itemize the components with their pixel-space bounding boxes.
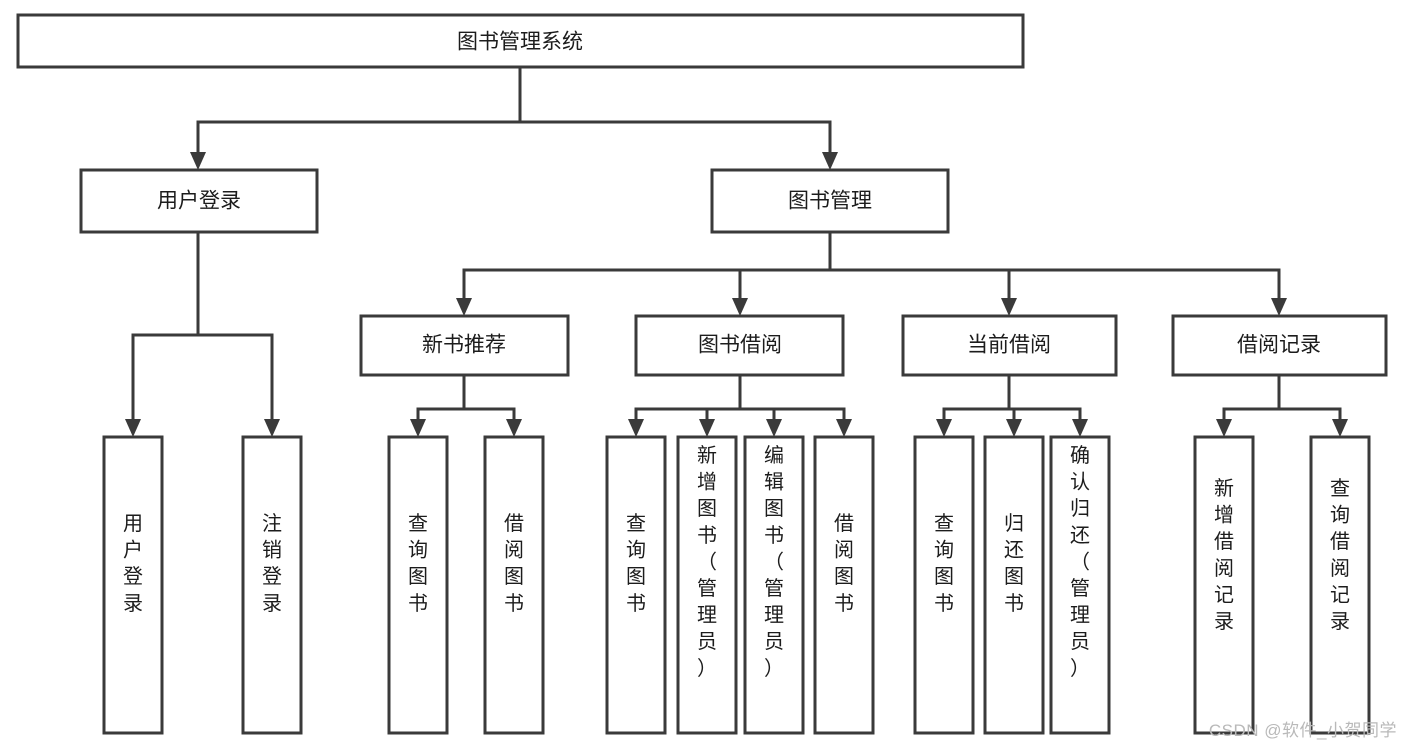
arrowhead-leaf-query-book-2	[628, 419, 644, 437]
node-book-management[interactable]: 图书管理	[710, 168, 950, 234]
node-leaf-query-book-1-box[interactable]	[387, 435, 449, 735]
arrowhead-leaf-add-book	[699, 419, 715, 437]
node-leaf-query-book-1[interactable]: 查询图书	[387, 435, 449, 735]
arrowhead-user-login	[190, 152, 206, 170]
node-leaf-borrow-book-1-box[interactable]	[483, 435, 545, 735]
node-leaf-return-book[interactable]: 归还图书	[983, 435, 1045, 735]
arrowhead-leaf-borrow-book-2	[836, 419, 852, 437]
arrowhead-borrow-record	[1271, 298, 1287, 316]
node-book-borrow-label: 图书借阅	[698, 334, 782, 357]
node-book-borrow-box[interactable]	[634, 314, 845, 377]
node-new-book-recommend-label: 新书推荐	[422, 334, 506, 357]
node-leaf-user-logout-label: 注销登录	[262, 512, 282, 615]
node-leaf-query-book-3-box[interactable]	[913, 435, 975, 735]
node-leaf-return-book-label: 归还图书	[1004, 512, 1024, 615]
node-leaf-query-book-3[interactable]: 查询图书	[913, 435, 975, 735]
node-leaf-user-login[interactable]: 用户登录	[102, 435, 164, 735]
node-root[interactable]: 图书管理系统	[16, 13, 1025, 69]
node-leaf-borrow-book-2-label: 借阅图书	[834, 512, 854, 615]
node-leaf-edit-book-label: 编辑图书（管理员）	[764, 444, 784, 680]
node-leaf-query-book-1-label: 查询图书	[408, 512, 428, 615]
node-book-management-box[interactable]	[710, 168, 950, 234]
arrowhead-leaf-user-login	[125, 419, 141, 437]
node-borrow-record-label: 借阅记录	[1237, 334, 1321, 357]
arrowhead-current-borrow	[1001, 298, 1017, 316]
node-new-book-recommend[interactable]: 新书推荐	[359, 314, 570, 377]
node-leaf-confirm-return-label: 确认归还（管理员）	[1070, 444, 1090, 680]
edge-group-book-borrow	[628, 373, 852, 437]
node-current-borrow-box[interactable]	[901, 314, 1118, 377]
node-user-login[interactable]: 用户登录	[79, 168, 319, 234]
edge-group-user-login	[125, 230, 280, 437]
node-leaf-add-book-box[interactable]	[676, 435, 738, 735]
node-leaf-user-logout-box[interactable]	[241, 435, 303, 735]
node-book-borrow[interactable]: 图书借阅	[634, 314, 845, 377]
node-leaf-edit-book-box[interactable]	[743, 435, 805, 735]
edge-group-root	[190, 65, 838, 170]
node-leaf-query-record-box[interactable]	[1309, 435, 1371, 735]
arrowhead-new-book-recommend	[456, 298, 472, 316]
arrowhead-leaf-query-book-3	[936, 419, 952, 437]
arrowhead-leaf-confirm-return	[1072, 419, 1088, 437]
node-user-login-box[interactable]	[79, 168, 319, 234]
node-leaf-edit-book[interactable]: 编辑图书（管理员）	[743, 435, 805, 735]
node-leaf-query-record[interactable]: 查询借阅记录	[1309, 435, 1371, 735]
node-leaf-user-login-box[interactable]	[102, 435, 164, 735]
edge-group-book-management	[456, 230, 1287, 316]
node-leaf-add-book[interactable]: 新增图书（管理员）	[676, 435, 738, 735]
arrowhead-leaf-edit-book	[766, 419, 782, 437]
arrowhead-leaf-query-book-1	[410, 419, 426, 437]
node-leaf-add-record[interactable]: 新增借阅记录	[1193, 435, 1255, 735]
arrowhead-leaf-query-record	[1332, 419, 1348, 437]
node-new-book-recommend-box[interactable]	[359, 314, 570, 377]
node-current-borrow[interactable]: 当前借阅	[901, 314, 1118, 377]
arrowhead-leaf-add-record	[1216, 419, 1232, 437]
node-leaf-query-book-2-box[interactable]	[605, 435, 667, 735]
node-leaf-borrow-book-1-label: 借阅图书	[504, 512, 524, 615]
node-leaf-return-book-box[interactable]	[983, 435, 1045, 735]
node-leaf-query-book-2-label: 查询图书	[626, 512, 646, 615]
node-user-login-label: 用户登录	[157, 190, 241, 213]
node-leaf-query-book-3-label: 查询图书	[934, 512, 954, 615]
node-leaf-user-login-label: 用户登录	[123, 513, 143, 615]
csdn-watermark: CSDN @软件_小贺同学	[1208, 721, 1397, 740]
node-leaf-borrow-book-1[interactable]: 借阅图书	[483, 435, 545, 735]
arrowhead-book-management	[822, 152, 838, 170]
node-leaf-add-record-label: 新增借阅记录	[1214, 477, 1234, 633]
node-leaf-query-book-2[interactable]: 查询图书	[605, 435, 667, 735]
node-current-borrow-label: 当前借阅	[967, 334, 1051, 357]
node-leaf-user-logout[interactable]: 注销登录	[241, 435, 303, 735]
node-borrow-record-box[interactable]	[1171, 314, 1388, 377]
arrowhead-leaf-user-logout	[264, 419, 280, 437]
arrowhead-book-borrow	[732, 298, 748, 316]
node-leaf-add-record-box[interactable]	[1193, 435, 1255, 735]
arrowhead-leaf-return-book	[1006, 419, 1022, 437]
arrowhead-leaf-borrow-book-1	[506, 419, 522, 437]
node-leaf-borrow-book-2[interactable]: 借阅图书	[813, 435, 875, 735]
node-leaf-add-book-label: 新增图书（管理员）	[697, 444, 717, 680]
node-root-label: 图书管理系统	[457, 31, 583, 54]
edge-group-current-borrow	[936, 373, 1088, 437]
node-leaf-borrow-book-2-box[interactable]	[813, 435, 875, 735]
node-leaf-confirm-return-box[interactable]	[1049, 435, 1111, 735]
edge-group-new-book-recommend	[410, 373, 522, 437]
node-leaf-query-record-label: 查询借阅记录	[1330, 477, 1350, 633]
node-leaf-confirm-return[interactable]: 确认归还（管理员）	[1049, 435, 1111, 735]
node-borrow-record[interactable]: 借阅记录	[1171, 314, 1388, 377]
node-book-management-label: 图书管理	[788, 190, 872, 213]
edge-group-borrow-record	[1216, 373, 1348, 437]
node-root-box[interactable]	[16, 13, 1025, 69]
